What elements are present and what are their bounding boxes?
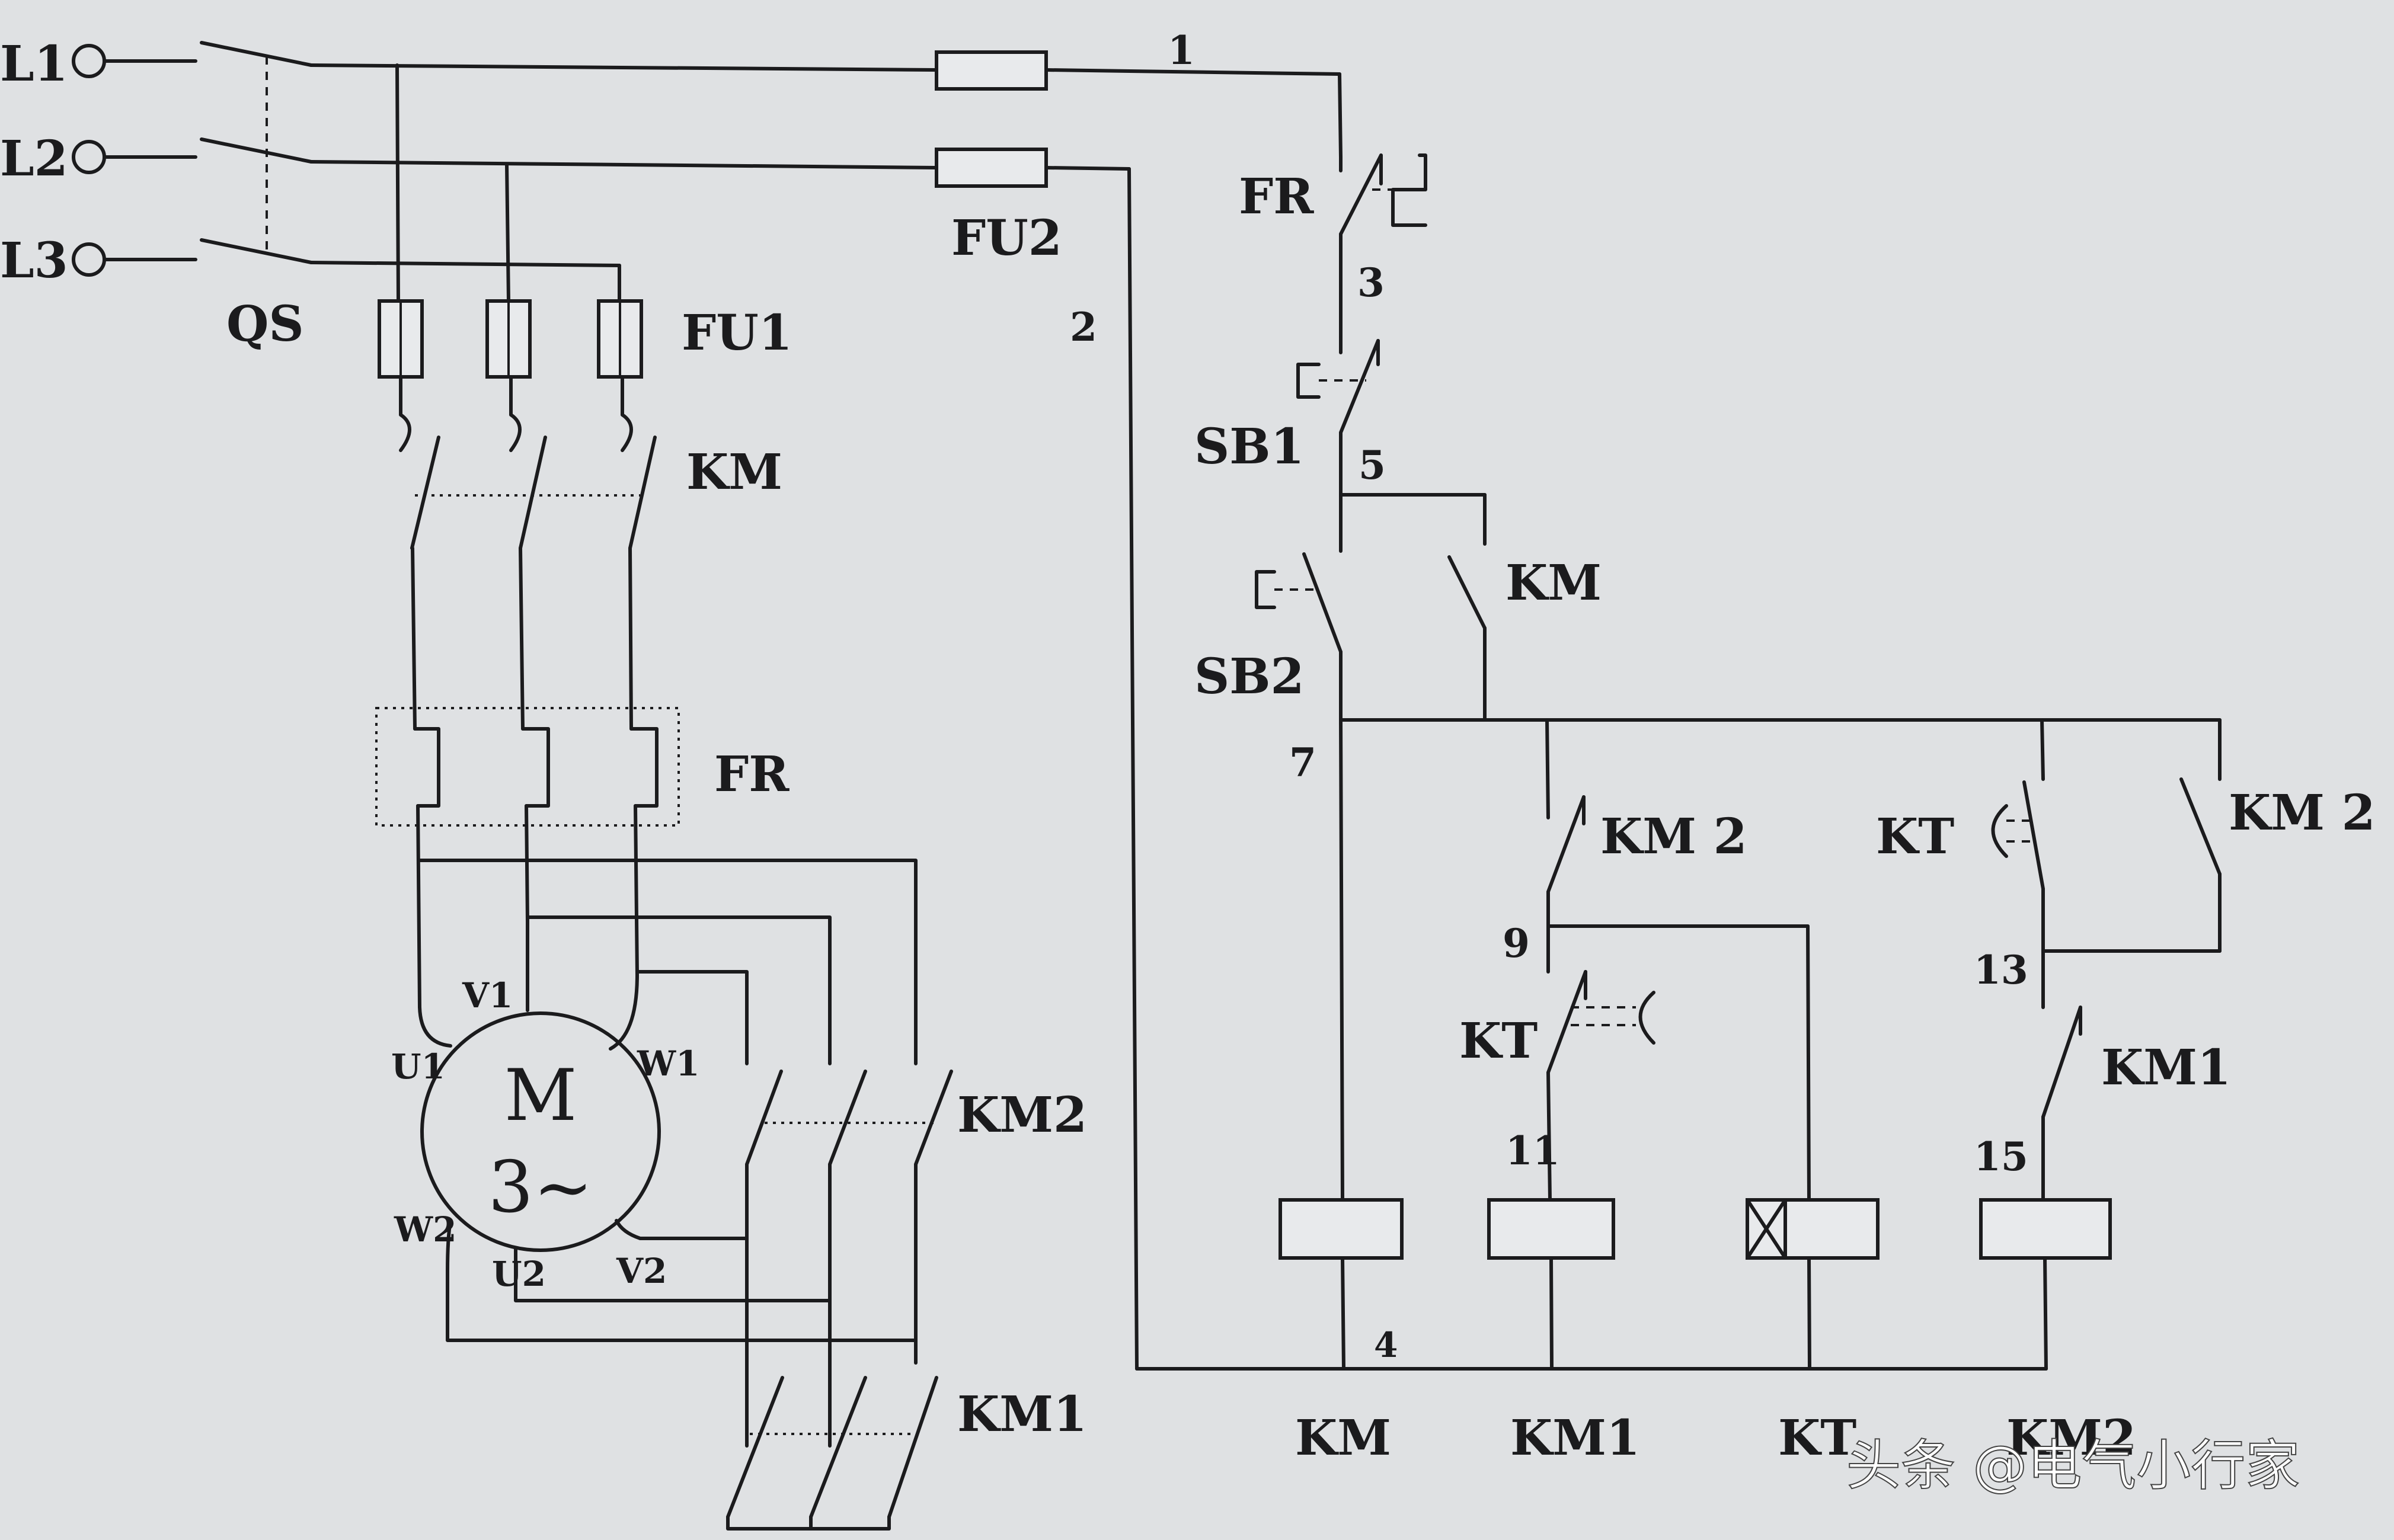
- node-3: 3: [1357, 260, 1385, 306]
- coil-label-km2: KM2: [2006, 1410, 2136, 1467]
- control-fr-contact: [1339, 153, 1427, 340]
- contactor-km-main: [399, 375, 657, 731]
- branch-km2: [1991, 718, 2222, 1202]
- motor-phase: 3~: [488, 1147, 593, 1229]
- supply-bus: [309, 63, 1343, 1371]
- label-l3: L3: [0, 232, 68, 289]
- branch-km1: [1545, 718, 1810, 1202]
- terminal-u1: U1: [391, 1046, 445, 1087]
- terminal-w2: W2: [394, 1209, 457, 1250]
- node-7: 7: [1289, 739, 1316, 786]
- node-2: 2: [1070, 304, 1097, 350]
- supply-terminals: [72, 44, 197, 277]
- coil-label-km1: KM1: [1510, 1410, 1640, 1467]
- motor: [418, 920, 918, 1342]
- label-km-main: KM: [686, 444, 782, 501]
- start-button-sb2: [1255, 493, 1487, 722]
- watermark: 头条 @电气小行家: [1846, 1434, 2300, 1497]
- label-km2-nc: KM 2: [1600, 808, 1747, 865]
- return-bus: [1135, 1256, 2048, 1371]
- fuse-fu2: [935, 50, 1048, 188]
- label-l1: L1: [0, 36, 68, 92]
- phase-drops: [395, 63, 621, 303]
- terminal-w1: W1: [637, 1043, 700, 1084]
- coils: [1278, 1198, 2112, 1260]
- label-fu2: FU2: [951, 210, 1062, 267]
- node-4: 4: [1374, 1325, 1398, 1365]
- label-l2: L2: [0, 130, 68, 187]
- label-km2-no: KM 2: [2229, 785, 2376, 841]
- label-km1-power: KM1: [957, 1386, 1087, 1443]
- coil-label-kt: KT: [1778, 1410, 1856, 1467]
- label-qs: QS: [226, 296, 304, 353]
- terminal-u2: U2: [492, 1254, 546, 1294]
- node-11: 11: [1506, 1128, 1560, 1174]
- stop-button-sb1: [1296, 336, 1380, 553]
- label-km-hold: KM: [1506, 555, 1602, 611]
- terminal-v1: V1: [462, 975, 513, 1016]
- branch-kt: [1806, 924, 1811, 1202]
- node-5: 5: [1359, 442, 1386, 488]
- node-13: 13: [1974, 947, 2028, 993]
- control-bus: [1339, 718, 2222, 1202]
- hold-contact-km: [1447, 555, 1487, 722]
- contactor-km1-star: [726, 1376, 938, 1531]
- fuse-fu1: [378, 299, 643, 379]
- node-9: 9: [1503, 920, 1530, 966]
- label-kt-nc: KT: [1459, 1013, 1538, 1070]
- label-sb2: SB2: [1194, 648, 1305, 705]
- label-km2-power: KM2: [957, 1087, 1087, 1144]
- contactor-km2: [745, 1070, 953, 1448]
- terminal-v2: V2: [616, 1251, 667, 1291]
- isolator-qs: [200, 41, 313, 264]
- label-km1-nc: KM1: [2101, 1039, 2231, 1096]
- delta-wiring: [418, 859, 918, 1065]
- label-kt-no: KT: [1876, 808, 1954, 865]
- label-fu1: FU1: [682, 305, 792, 361]
- label-fr-control: FR: [1239, 168, 1314, 225]
- label-sb1: SB1: [1194, 418, 1305, 475]
- label-fr-power: FR: [714, 746, 790, 803]
- coil-label-km: KM: [1295, 1410, 1391, 1467]
- node-15: 15: [1974, 1134, 2028, 1180]
- overload-fr: [375, 707, 680, 1009]
- node-1: 1: [1168, 27, 1195, 73]
- motor-symbol: M: [504, 1055, 577, 1137]
